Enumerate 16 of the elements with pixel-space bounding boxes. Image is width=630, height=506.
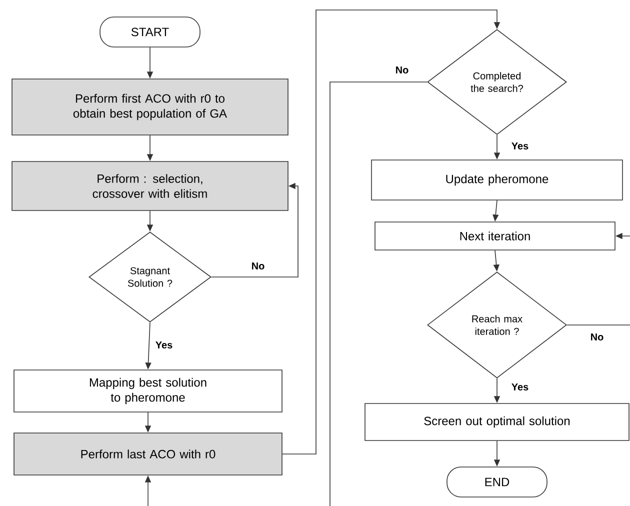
process-box: Perform first ACO with r0 to obtain best population of GA [12, 78, 288, 136]
process-box: Screen out optimal solution [364, 403, 630, 441]
edge-label: No [250, 262, 266, 270]
edge-label: No [394, 66, 410, 74]
process-box: Next iteration [374, 222, 616, 250]
edge-label: Yes [154, 340, 174, 350]
edge-label: No [589, 332, 605, 342]
process-box: Perform : selection, crossover with elitism [12, 161, 288, 211]
terminal-box: START [100, 16, 200, 48]
process-box: Perform last ACO with r0 [14, 432, 282, 476]
process-box: Update pheromone [371, 160, 623, 200]
process-box: Mapping best solution to pheromone [14, 370, 282, 412]
arrow [282, 10, 500, 454]
edge-label: Yes [510, 382, 530, 392]
terminal-box: END [446, 466, 548, 498]
edge-label: Yes [510, 142, 530, 150]
